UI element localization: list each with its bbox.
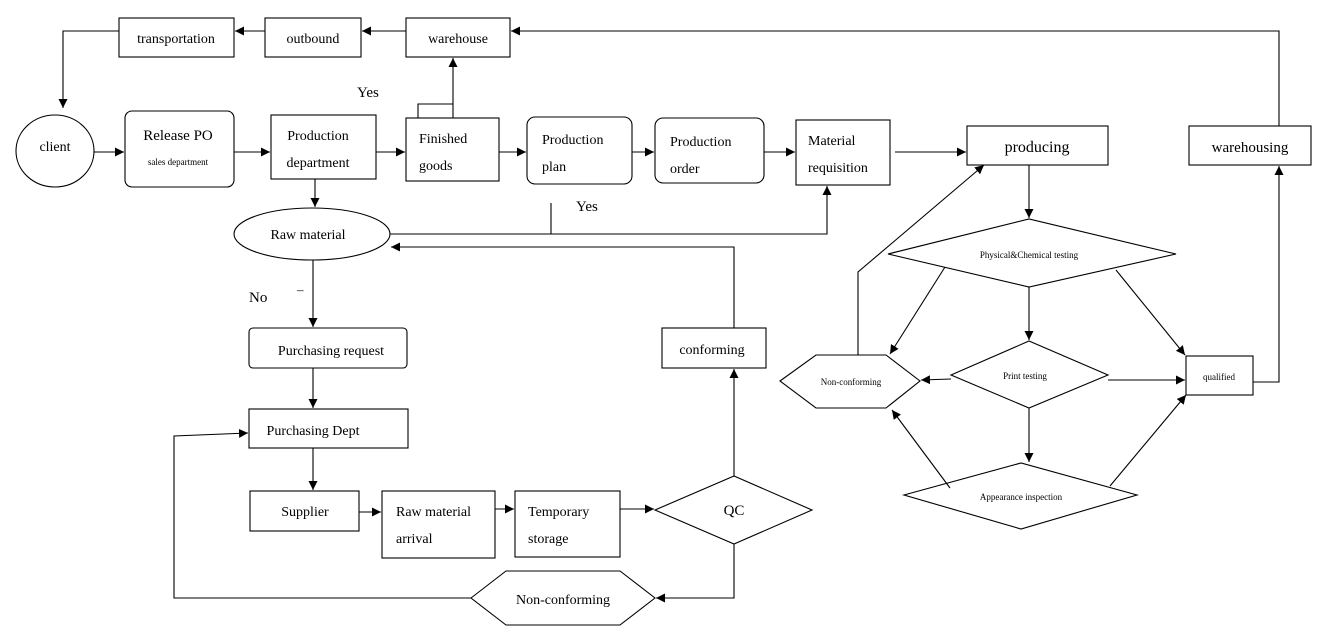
node-release-po: Release PO sales department — [124, 110, 235, 188]
node-warehousing-label: warehousing — [1212, 140, 1289, 156]
node-transportation-label: transportation — [137, 32, 215, 47]
arrow-raw-material-to-material-requisition — [390, 186, 832, 235]
node-release-po-sublabel: sales department — [148, 157, 209, 167]
node-purchasing-request-label: Purchasing request — [278, 344, 384, 359]
node-producing: producing — [966, 125, 1109, 166]
node-client-label: client — [39, 140, 70, 155]
node-conforming-label: conforming — [679, 343, 744, 358]
node-warehouse-label: warehouse — [428, 32, 488, 47]
node-raw-material-arrival: Raw material arrival — [381, 490, 496, 559]
node-print-testing: Print testing — [949, 340, 1110, 409]
node-warehousing: warehousing — [1188, 125, 1312, 166]
node-production-plan-label-1: Production — [542, 133, 603, 148]
node-client: client — [15, 114, 95, 188]
node-production-plan-label-2: plan — [542, 160, 566, 175]
label-yes-top: Yes — [357, 85, 379, 101]
arrow-physical-chemical-to-qualified — [1115, 269, 1186, 356]
node-physical-chemical-testing-label: Physical&Chemical testing — [980, 250, 1079, 260]
node-qualified: qualified — [1185, 355, 1254, 396]
node-production-department: Production department — [270, 114, 377, 180]
node-production-order-label-1: Production — [670, 135, 731, 150]
node-material-requisition: Material requisition — [795, 119, 891, 186]
node-material-requisition-label-1: Material — [808, 134, 856, 149]
arrow-physical-chemical-to-non-conforming — [889, 266, 946, 355]
arrow-warehousing-to-warehouse — [511, 26, 1280, 126]
node-warehouse: warehouse — [405, 17, 511, 58]
node-non-conforming-bottom-label: Non-conforming — [516, 593, 610, 608]
node-producing-label: producing — [1005, 139, 1070, 156]
node-appearance-inspection: Appearance inspection — [901, 462, 1140, 530]
node-temporary-storage-label-2: storage — [528, 532, 568, 547]
node-outbound: outbound — [264, 17, 362, 58]
node-finished-goods: Finished goods — [405, 117, 500, 182]
arrow-appearance-inspection-to-non-conforming — [891, 409, 951, 489]
node-transportation: transportation — [118, 17, 235, 58]
node-finished-goods-label-2: goods — [419, 159, 452, 174]
arrow-appearance-inspection-to-qualified — [1109, 394, 1187, 487]
node-supplier: Supplier — [249, 490, 360, 532]
node-purchasing-request: Purchasing request — [248, 327, 408, 369]
node-outbound-label: outbound — [287, 32, 340, 47]
node-temporary-storage-label-1: Temporary — [528, 505, 589, 520]
node-print-testing-label: Print testing — [1003, 371, 1047, 381]
node-production-department-label-1: Production — [287, 129, 348, 144]
node-raw-material: Raw material — [233, 207, 391, 261]
node-production-plan: Production plan — [526, 116, 633, 185]
node-supplier-label: Supplier — [281, 505, 329, 520]
connectors — [58, 26, 1284, 603]
node-qc-label: QC — [724, 503, 745, 519]
label-yes-mid: Yes — [576, 199, 598, 215]
node-raw-material-arrival-label-2: arrival — [396, 532, 433, 547]
node-non-conforming-right-label: Non-conforming — [821, 377, 882, 387]
arrow-qc-to-non-conforming — [656, 544, 735, 603]
label-dash: – — [296, 282, 304, 297]
node-production-department-label-2: department — [287, 156, 350, 171]
node-production-order-label-2: order — [670, 162, 700, 177]
node-release-po-label: Release PO — [143, 128, 213, 144]
node-purchasing-dept: Purchasing Dept — [248, 408, 409, 449]
node-production-order: Production order — [654, 117, 765, 184]
label-no: No — [249, 290, 267, 306]
arrow-transportation-to-client — [58, 30, 119, 108]
node-temporary-storage: Temporary storage — [514, 490, 621, 558]
node-raw-material-arrival-label-1: Raw material — [396, 505, 471, 520]
arrow-non-conforming-to-producing — [857, 164, 985, 355]
arrow-print-testing-to-non-conforming — [920, 375, 952, 385]
node-qc: QC — [653, 475, 814, 545]
arrow-non-conforming-to-purchasing-dept — [173, 428, 471, 599]
node-conforming: conforming — [661, 327, 767, 369]
node-non-conforming-right: Non-conforming — [779, 354, 921, 409]
node-purchasing-dept-label: Purchasing Dept — [267, 424, 360, 439]
node-material-requisition-label-2: requisition — [808, 161, 868, 176]
arrow-conforming-to-raw-material — [391, 242, 735, 328]
node-finished-goods-label-1: Finished — [419, 132, 467, 147]
arrow-qualified-to-warehousing — [1253, 166, 1284, 383]
node-raw-material-label: Raw material — [270, 228, 345, 243]
node-qualified-label: qualified — [1203, 372, 1235, 382]
node-appearance-inspection-label: Appearance inspection — [980, 492, 1063, 502]
node-non-conforming-bottom: Non-conforming — [470, 570, 656, 626]
line-yes-branch-to-finished-goods — [417, 103, 453, 118]
node-physical-chemical-testing: Physical&Chemical testing — [887, 218, 1177, 288]
